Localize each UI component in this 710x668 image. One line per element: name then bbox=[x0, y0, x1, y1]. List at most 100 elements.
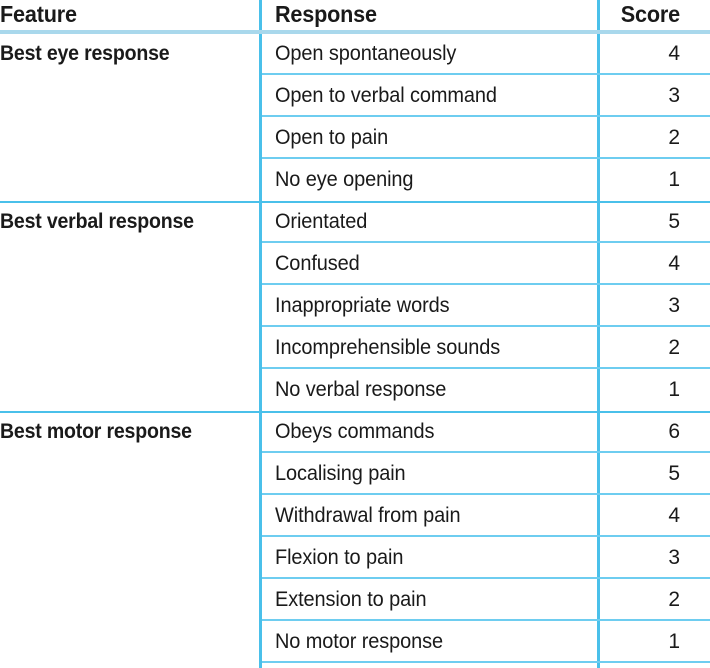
score-value: 5 bbox=[668, 462, 680, 485]
score-value: 6 bbox=[668, 420, 680, 443]
cell-response: No motor response bbox=[260, 621, 600, 663]
table-row: Open to verbal command 3 bbox=[0, 75, 710, 117]
cell-score: 5 bbox=[600, 453, 710, 495]
feature-label: Best verbal response bbox=[0, 210, 194, 233]
feature-label: Best motor response bbox=[0, 420, 192, 443]
table-row: No verbal response 1 bbox=[0, 369, 710, 411]
cell-feature bbox=[0, 579, 260, 621]
cell-response: Open to pain bbox=[260, 117, 600, 159]
cell-feature bbox=[0, 75, 260, 117]
row-divider bbox=[262, 283, 710, 285]
column-header-feature: Feature bbox=[0, 1, 77, 27]
cell-feature bbox=[0, 327, 260, 369]
row-divider bbox=[262, 241, 710, 243]
cell-response: Obeys commands bbox=[260, 411, 600, 453]
table-row: Best motor response Obeys commands 6 bbox=[0, 411, 710, 453]
cell-response: No eye opening bbox=[260, 159, 600, 201]
cell-response: Open spontaneously bbox=[260, 33, 600, 75]
response-label: Open spontaneously bbox=[275, 42, 457, 65]
row-divider bbox=[262, 325, 710, 327]
table-row: Best eye response Open spontaneously 4 bbox=[0, 33, 710, 75]
header-cell-feature: Feature bbox=[0, 0, 260, 28]
column-divider-feature-response bbox=[259, 34, 262, 668]
header-underline bbox=[0, 30, 710, 34]
score-value: 2 bbox=[668, 336, 680, 359]
cell-feature bbox=[0, 117, 260, 159]
table-row: Inappropriate words 3 bbox=[0, 285, 710, 327]
score-value: 3 bbox=[668, 546, 680, 569]
table-row: No motor response 1 bbox=[0, 621, 710, 663]
response-label: No eye opening bbox=[275, 168, 414, 191]
response-label: No motor response bbox=[275, 630, 444, 653]
section-divider bbox=[0, 411, 710, 413]
score-value: 3 bbox=[668, 84, 680, 107]
cell-response: No verbal response bbox=[260, 369, 600, 411]
row-divider bbox=[262, 367, 710, 369]
score-value: 2 bbox=[668, 588, 680, 611]
table-row: Best verbal response Orientated 5 bbox=[0, 201, 710, 243]
response-label: Obeys commands bbox=[275, 420, 435, 443]
cell-score: 1 bbox=[600, 369, 710, 411]
row-divider bbox=[262, 661, 710, 663]
row-divider bbox=[262, 451, 710, 453]
cell-score: 3 bbox=[600, 75, 710, 117]
cell-score: 4 bbox=[600, 33, 710, 75]
row-divider bbox=[262, 577, 710, 579]
cell-score: 6 bbox=[600, 411, 710, 453]
table-row: Withdrawal from pain 4 bbox=[0, 495, 710, 537]
cell-response: Incomprehensible sounds bbox=[260, 327, 600, 369]
score-value: 1 bbox=[668, 630, 680, 653]
cell-score: 4 bbox=[600, 495, 710, 537]
response-label: Extension to pain bbox=[275, 588, 427, 611]
table-header-row: Feature Response Score bbox=[0, 0, 710, 33]
response-label: Inappropriate words bbox=[275, 294, 450, 317]
cell-response: Confused bbox=[260, 243, 600, 285]
header-cell-score: Score bbox=[600, 0, 710, 28]
score-value: 5 bbox=[668, 210, 680, 233]
response-label: Incomprehensible sounds bbox=[275, 336, 501, 359]
table-row: Incomprehensible sounds 2 bbox=[0, 327, 710, 369]
response-label: No verbal response bbox=[275, 378, 447, 401]
cell-score: 5 bbox=[600, 201, 710, 243]
score-value: 1 bbox=[668, 378, 680, 401]
cell-feature bbox=[0, 495, 260, 537]
table-row: Localising pain 5 bbox=[0, 453, 710, 495]
cell-score: 1 bbox=[600, 621, 710, 663]
response-label: Open to verbal command bbox=[275, 84, 497, 107]
column-divider-response-score bbox=[597, 34, 600, 668]
cell-score: 2 bbox=[600, 327, 710, 369]
cell-feature: Best eye response bbox=[0, 33, 260, 75]
cell-response: Flexion to pain bbox=[260, 537, 600, 579]
row-divider bbox=[262, 115, 710, 117]
column-divider-feature-response-header bbox=[259, 0, 262, 30]
row-divider bbox=[262, 157, 710, 159]
response-label: Localising pain bbox=[275, 462, 406, 485]
row-divider bbox=[262, 535, 710, 537]
cell-response: Orientated bbox=[260, 201, 600, 243]
response-label: Flexion to pain bbox=[275, 546, 404, 569]
column-header-score: Score bbox=[620, 1, 680, 27]
cell-score: 1 bbox=[600, 159, 710, 201]
cell-feature bbox=[0, 537, 260, 579]
cell-score: 2 bbox=[600, 579, 710, 621]
cell-score: 3 bbox=[600, 285, 710, 327]
response-label: Confused bbox=[275, 252, 360, 275]
cell-score: 3 bbox=[600, 537, 710, 579]
row-divider bbox=[262, 73, 710, 75]
response-label: Withdrawal from pain bbox=[275, 504, 461, 527]
response-label: Orientated bbox=[275, 210, 368, 233]
cell-feature: Best verbal response bbox=[0, 201, 260, 243]
score-value: 4 bbox=[668, 504, 680, 527]
table-row: Extension to pain 2 bbox=[0, 579, 710, 621]
cell-feature bbox=[0, 243, 260, 285]
cell-score: 2 bbox=[600, 117, 710, 159]
row-divider bbox=[262, 619, 710, 621]
cell-response: Open to verbal command bbox=[260, 75, 600, 117]
